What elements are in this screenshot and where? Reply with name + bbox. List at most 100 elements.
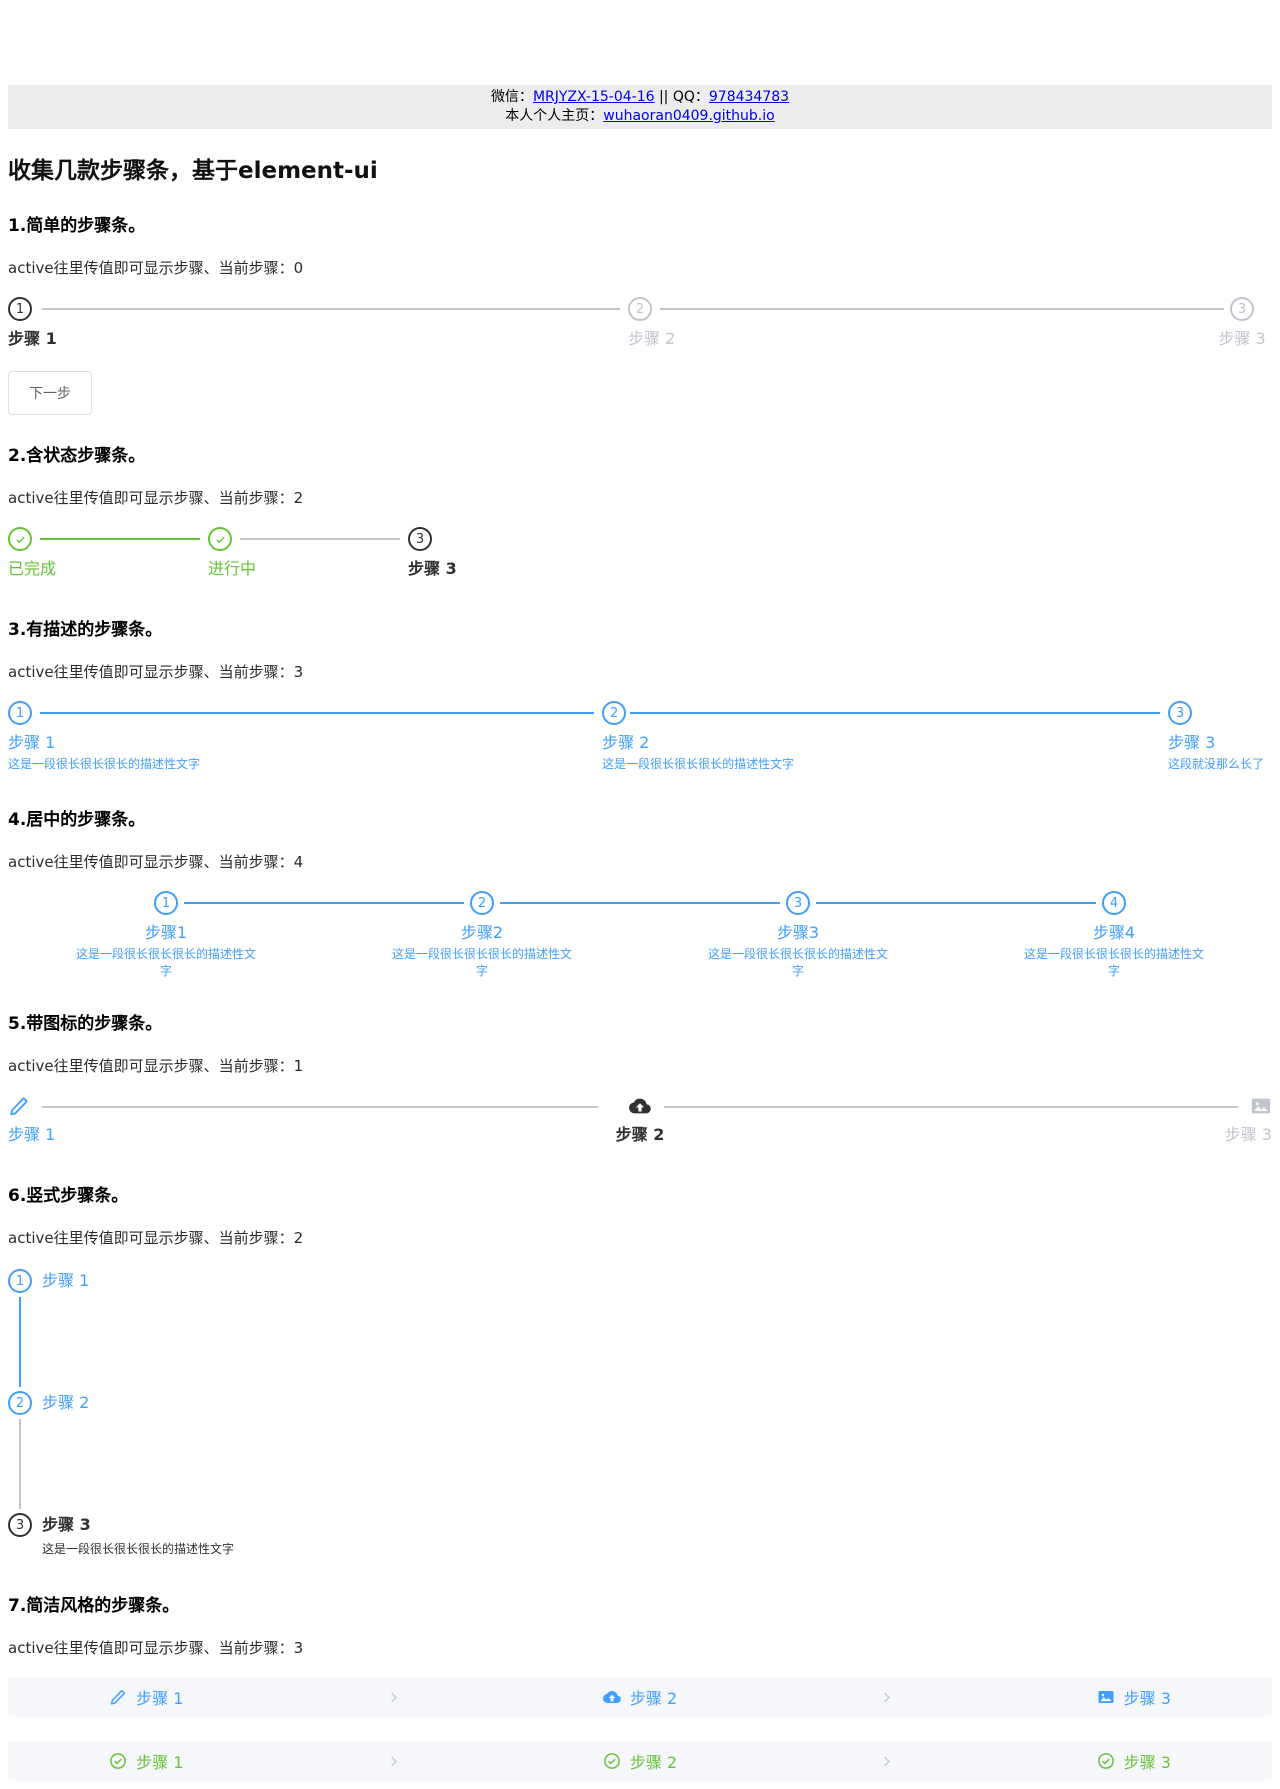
step: 步骤 1 <box>109 1685 183 1709</box>
step-title: 步骤 1 <box>42 1271 90 1290</box>
icon-steps: 步骤 1 步骤 2 步骤 3 <box>8 1095 1272 1155</box>
check-icon <box>208 527 232 551</box>
picture-icon <box>1097 1688 1115 1706</box>
step-title: 步骤 1 <box>136 1753 184 1772</box>
section-1-heading: 1.简单的步骤条。 <box>8 216 146 236</box>
step-connector-line <box>40 712 594 714</box>
step-title: 步骤 2 <box>615 1125 665 1144</box>
step: 步骤 1 <box>109 1749 183 1773</box>
step-number: 4 <box>1109 895 1119 911</box>
step: 2 步骤2 这是一段很长很长很长的描述性文字 <box>324 891 640 980</box>
circle-check-icon <box>1097 1752 1115 1770</box>
step: 1 步骤 1 <box>8 297 208 357</box>
step: 3 步骤3 这是一段很长很长很长的描述性文字 <box>640 891 956 980</box>
described-steps: 1 步骤 1 这是一段很长很长很长的描述性文字 2 步骤 2 这是一段很长很长很… <box>8 701 1272 779</box>
step-number: 3 <box>15 1517 25 1533</box>
next-step-button[interactable]: 下一步 <box>8 371 92 415</box>
step: 步骤 2 <box>610 1095 670 1153</box>
step-title: 步骤 2 <box>42 1393 90 1412</box>
qq-link[interactable]: 978434783 <box>708 89 790 105</box>
step-number: 2 <box>477 895 487 911</box>
step-title: 步骤 3 <box>1218 329 1266 348</box>
step: 步骤 1 <box>8 1095 308 1153</box>
step-connector-line <box>19 1297 21 1387</box>
step-description: 这是一段很长很长很长的描述性文字 <box>602 757 795 771</box>
step-connector-line <box>19 1419 21 1509</box>
section-6-intro: active往里传值即可显示步骤、当前步骤：2 <box>8 1229 304 1247</box>
step-number: 1 <box>15 301 25 317</box>
upload-icon <box>629 1095 651 1117</box>
arrow-right-icon <box>183 1754 602 1769</box>
step-number: 3 <box>793 895 803 911</box>
step-number-icon: 3 <box>786 891 810 915</box>
step-title: 步骤 3 <box>408 559 457 578</box>
step-title: 步骤 2 <box>628 329 676 348</box>
section-2-intro: active往里传值即可显示步骤、当前步骤：2 <box>8 489 304 507</box>
step-description: 这是一段很长很长很长的描述性文字 <box>75 947 256 978</box>
wechat-link[interactable]: MRJYZX-15-04-16 <box>532 89 655 105</box>
step-title: 步骤 3 <box>1123 1753 1171 1772</box>
circle-check-icon <box>109 1752 127 1770</box>
step-description: 这是一段很长很长很长的描述性文字 <box>707 947 888 978</box>
step-description: 这是一段很长很长很长的描述性文字 <box>1023 947 1204 978</box>
step: 3 步骤 3 这段就没那么长了 <box>1168 701 1272 773</box>
header-banner: 微信：MRJYZX-15-04-16 || QQ：978434783 本人个人主… <box>8 85 1272 129</box>
step-title: 步骤3 <box>776 923 820 942</box>
page-title: 收集几款步骤条，基于element-ui <box>8 158 378 184</box>
qq-label: || QQ： <box>654 89 709 105</box>
step: 4 步骤4 这是一段很长很长很长的描述性文字 <box>956 891 1272 980</box>
step-title: 进行中 <box>208 559 257 578</box>
step-number-icon: 1 <box>8 1269 32 1293</box>
step-number-icon: 3 <box>408 527 432 551</box>
step-number-icon: 2 <box>8 1391 32 1415</box>
step-title: 步骤1 <box>144 923 188 942</box>
vertical-steps: 1 步骤 1 2 步骤 2 3 步骤 3 这是一段很长很长很长的描述性文字 <box>8 1269 1272 1565</box>
step-number-icon: 3 <box>1168 701 1192 725</box>
step-number: 1 <box>161 895 171 911</box>
status-steps: 已完成 进行中 3 步骤 3 <box>8 527 1272 589</box>
section-5-intro: active往里传值即可显示步骤、当前步骤：1 <box>8 1057 304 1075</box>
step-number: 3 <box>1237 301 1247 317</box>
step-connector-line <box>40 538 200 540</box>
arrow-right-icon <box>677 1754 1096 1769</box>
basic-steps: 1 步骤 1 2 步骤 2 3 步骤 3 <box>8 297 1272 359</box>
step-number-icon: 1 <box>8 701 32 725</box>
step: 步骤 2 <box>603 1749 677 1773</box>
section-4-heading: 4.居中的步骤条。 <box>8 810 146 830</box>
step: 2 步骤 2 <box>628 297 828 357</box>
step-number-icon: 3 <box>1230 297 1254 321</box>
step-number: 3 <box>1175 705 1185 721</box>
step-title: 已完成 <box>8 559 57 578</box>
step-title: 步骤 2 <box>629 1689 678 1708</box>
step-number-icon: 2 <box>602 701 627 725</box>
header-homepage-line: 本人个人主页：wuhaoran0409.github.io <box>8 107 1272 126</box>
homepage-label: 本人个人主页： <box>505 108 604 124</box>
step: 1 步骤1 这是一段很长很长很长的描述性文字 <box>8 891 324 980</box>
step-title: 步骤 1 <box>136 1689 184 1708</box>
step-number: 2 <box>609 705 619 721</box>
simple-steps-primary: 步骤 1 步骤 2 步骤 3 <box>8 1677 1272 1717</box>
step-connector-line <box>500 902 780 904</box>
step: 3 步骤 3 <box>1212 297 1272 357</box>
step-description: 这是一段很长很长很长的描述性文字 <box>391 947 572 978</box>
step-title: 步骤2 <box>460 923 504 942</box>
centered-steps: 1 步骤1 这是一段很长很长很长的描述性文字 2 步骤2 这是一段很长很长很长的… <box>8 891 1272 983</box>
step: 已完成 <box>8 527 198 587</box>
step-title: 步骤 1 <box>8 733 56 752</box>
step-number-icon: 2 <box>628 297 652 321</box>
homepage-link[interactable]: wuhaoran0409.github.io <box>603 108 775 124</box>
step-number: 1 <box>15 1273 25 1289</box>
step: 步骤 3 <box>1097 1685 1171 1709</box>
arrow-right-icon <box>677 1690 1096 1705</box>
upload-icon <box>602 1688 621 1706</box>
step-connector-line <box>630 712 1160 714</box>
step: 3 步骤 3 <box>408 527 598 587</box>
step: 步骤 3 <box>1208 1095 1272 1153</box>
step-number-icon: 1 <box>154 891 178 915</box>
step-number-icon: 2 <box>470 891 494 915</box>
step-title: 步骤 3 <box>1123 1689 1171 1708</box>
step-number: 2 <box>15 1395 25 1411</box>
step: 步骤 2 <box>602 1685 678 1709</box>
header-contact-line: 微信：MRJYZX-15-04-16 || QQ：978434783 <box>8 88 1272 107</box>
step-description: 这是一段很长很长很长的描述性文字 <box>42 1542 235 1556</box>
